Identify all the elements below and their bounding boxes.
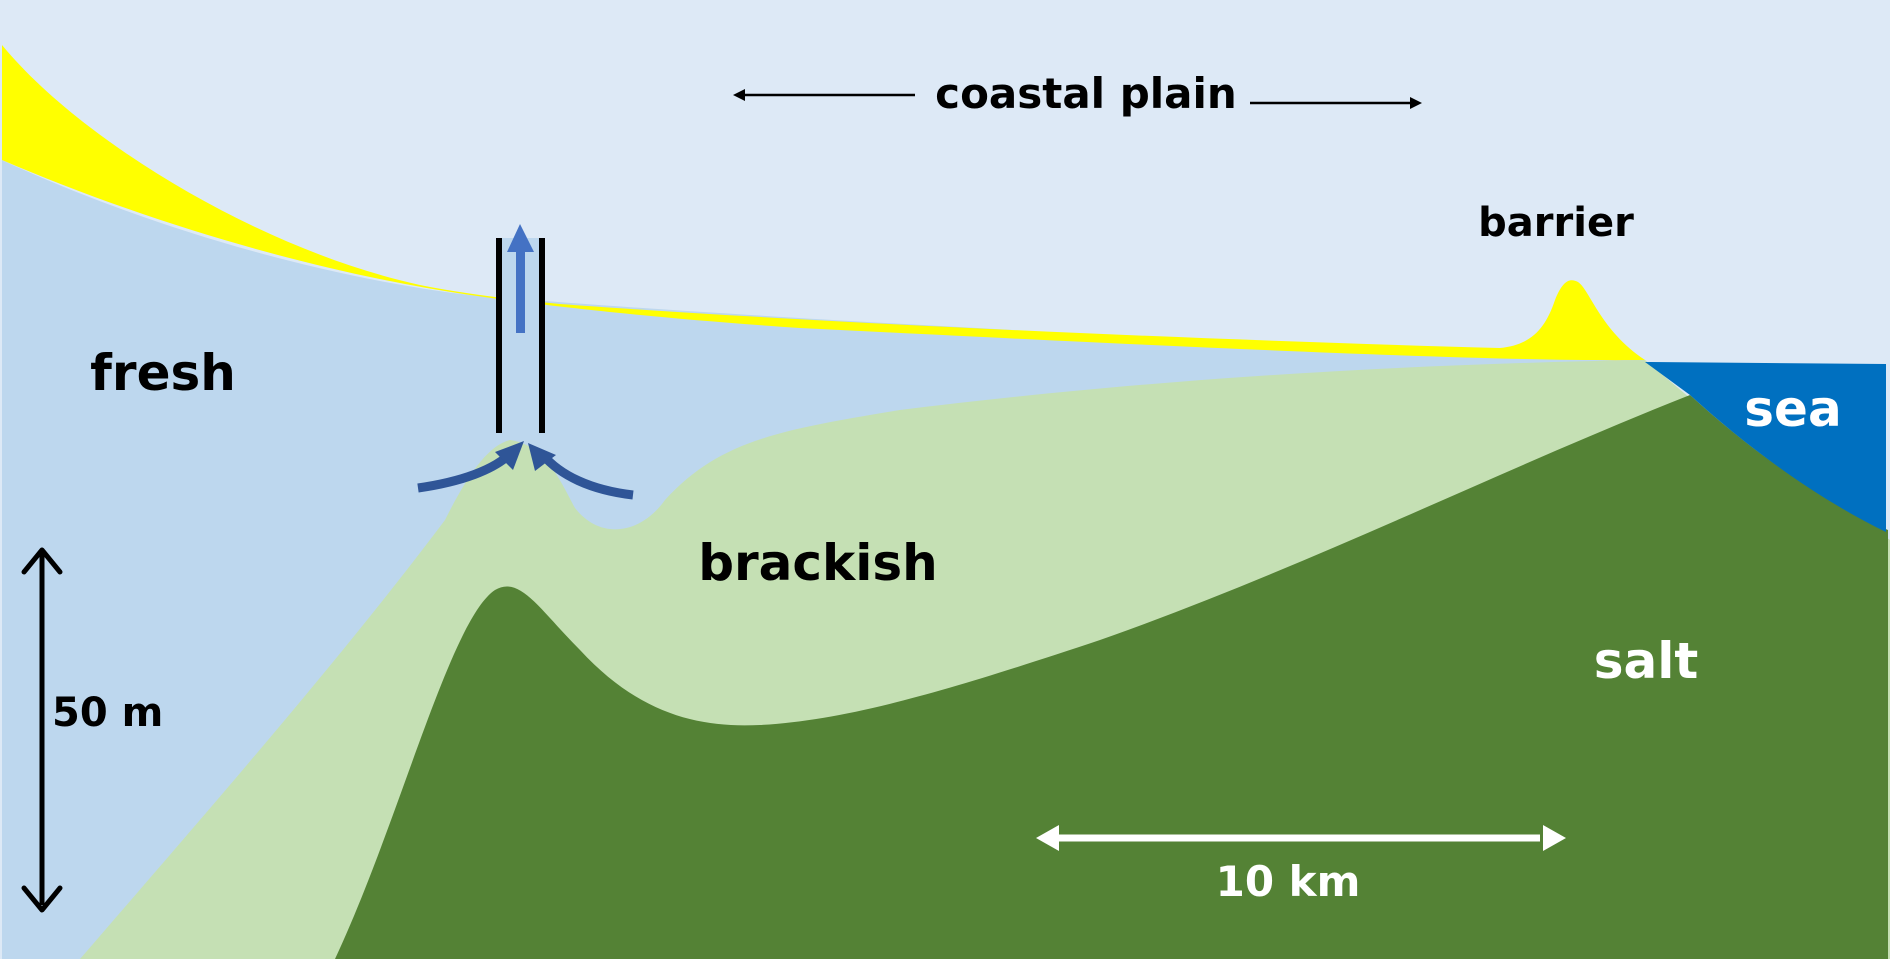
arrow-right-icon [1543, 825, 1566, 851]
coastal-plain-label: coastal plain [935, 69, 1237, 118]
arrow-up-icon [21, 547, 63, 575]
salt-label: salt [1594, 632, 1699, 690]
arrow-up-icon [507, 224, 534, 252]
pumped-flow-shaft [516, 250, 525, 333]
coastal-plain-extent-arrows [733, 89, 1422, 109]
salt-water-zone [335, 395, 1888, 959]
curved-arrow-icon [528, 443, 556, 471]
fresh-label: fresh [90, 344, 236, 402]
horizontal-scale-bar [1036, 825, 1566, 851]
barrier-label: barrier [1478, 200, 1634, 246]
arrow-down-icon [21, 885, 63, 913]
horizontal-scale-label: 10 km [1216, 857, 1361, 906]
curved-arrow-right-shaft [539, 451, 634, 500]
brackish-label: brackish [698, 534, 938, 592]
arrow-left-icon [1036, 825, 1059, 851]
inflow-arrows [417, 441, 634, 500]
vertical-scale-label: 50 m [52, 690, 163, 736]
pumping-well-icon [496, 224, 545, 433]
curved-arrow-icon [495, 441, 524, 470]
arrow-right-icon [1410, 97, 1422, 109]
sea-label: sea [1744, 380, 1841, 438]
vertical-scale-bar [21, 547, 63, 913]
arrow-left-icon [733, 89, 745, 101]
sea [1645, 362, 1886, 532]
